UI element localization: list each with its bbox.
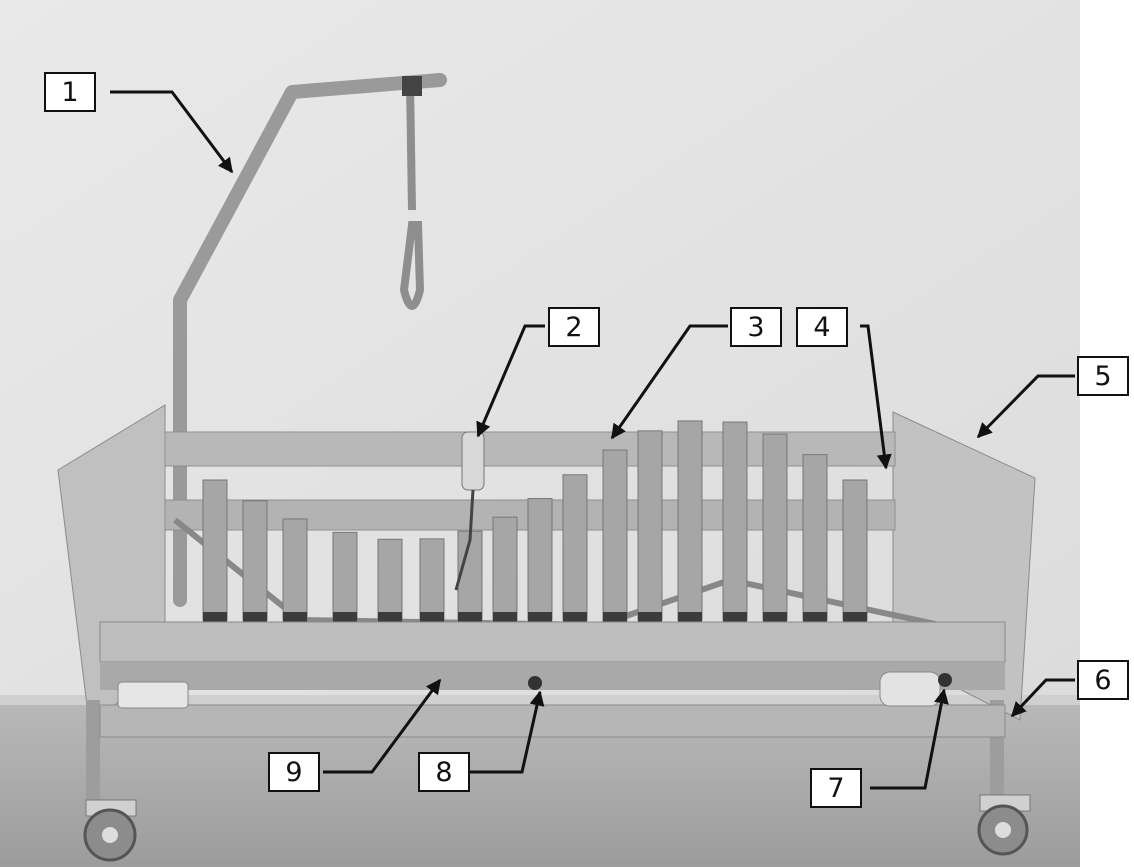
photo-edge — [1080, 0, 1134, 867]
slat — [602, 449, 628, 621]
slat — [332, 531, 358, 621]
slatted-base — [173, 420, 941, 629]
slat-cap — [243, 612, 267, 622]
slat-cap — [723, 612, 747, 622]
callout-1: 1 — [44, 72, 96, 112]
front-rail-upper — [99, 621, 1006, 663]
callout-9-label: 9 — [285, 756, 303, 788]
slat-cap — [283, 612, 307, 622]
slat-cap — [493, 612, 517, 622]
slat — [242, 500, 268, 621]
slat — [762, 433, 788, 621]
callout-8: 8 — [418, 752, 470, 792]
trapeze-handle — [399, 79, 425, 310]
slat-cap — [603, 612, 627, 622]
slat — [637, 430, 663, 621]
callout-3-label: 3 — [747, 311, 765, 343]
slat — [842, 479, 868, 621]
slat — [457, 530, 483, 621]
slat-cap — [638, 612, 662, 622]
callout-8-label: 8 — [435, 756, 453, 788]
callout-4-label: 4 — [813, 311, 831, 343]
callout-2: 2 — [548, 307, 600, 347]
slat-cap — [333, 612, 357, 622]
slat-cap — [678, 612, 702, 622]
slat-cap — [843, 612, 867, 622]
callout-arrows — [110, 90, 1075, 790]
front-rail-lower — [99, 704, 1006, 738]
trapeze-clamp — [402, 76, 422, 96]
release-knob — [528, 676, 542, 690]
headboard-post — [86, 700, 100, 810]
slat-cap — [763, 612, 787, 622]
callout-4: 4 — [796, 307, 848, 347]
motor-right — [879, 671, 941, 707]
release-knob-right — [938, 673, 952, 687]
slat-cap — [563, 612, 587, 622]
callout-5-label: 5 — [1094, 360, 1112, 392]
callout-3: 3 — [730, 307, 782, 347]
slat — [722, 421, 748, 621]
slat — [527, 498, 553, 621]
motor-left — [117, 681, 189, 709]
callout-9: 9 — [268, 752, 320, 792]
slat — [419, 538, 445, 621]
callout-1-label: 1 — [61, 76, 79, 108]
hand-control-cable — [454, 489, 475, 591]
slat — [202, 479, 228, 621]
slat-cap — [458, 612, 482, 622]
slat — [802, 454, 828, 621]
callout-6: 6 — [1077, 660, 1129, 700]
slat — [492, 516, 518, 621]
callout-7-label: 7 — [827, 772, 845, 804]
slat-cap — [378, 612, 402, 622]
slat-cap — [203, 612, 227, 622]
slat — [562, 474, 588, 621]
bed-frame — [100, 662, 1005, 690]
caster-right — [977, 794, 1031, 856]
slat — [677, 420, 703, 621]
callout-5: 5 — [1077, 356, 1129, 396]
slat-cap — [420, 612, 444, 622]
slat-cap — [528, 612, 552, 622]
callout-7: 7 — [810, 768, 862, 808]
callout-6-label: 6 — [1094, 664, 1112, 696]
callout-2-label: 2 — [565, 311, 583, 343]
slat — [282, 518, 308, 621]
caster-left — [83, 799, 137, 862]
slat-cap — [803, 612, 827, 622]
slat — [377, 538, 403, 621]
hand-control — [461, 431, 485, 491]
